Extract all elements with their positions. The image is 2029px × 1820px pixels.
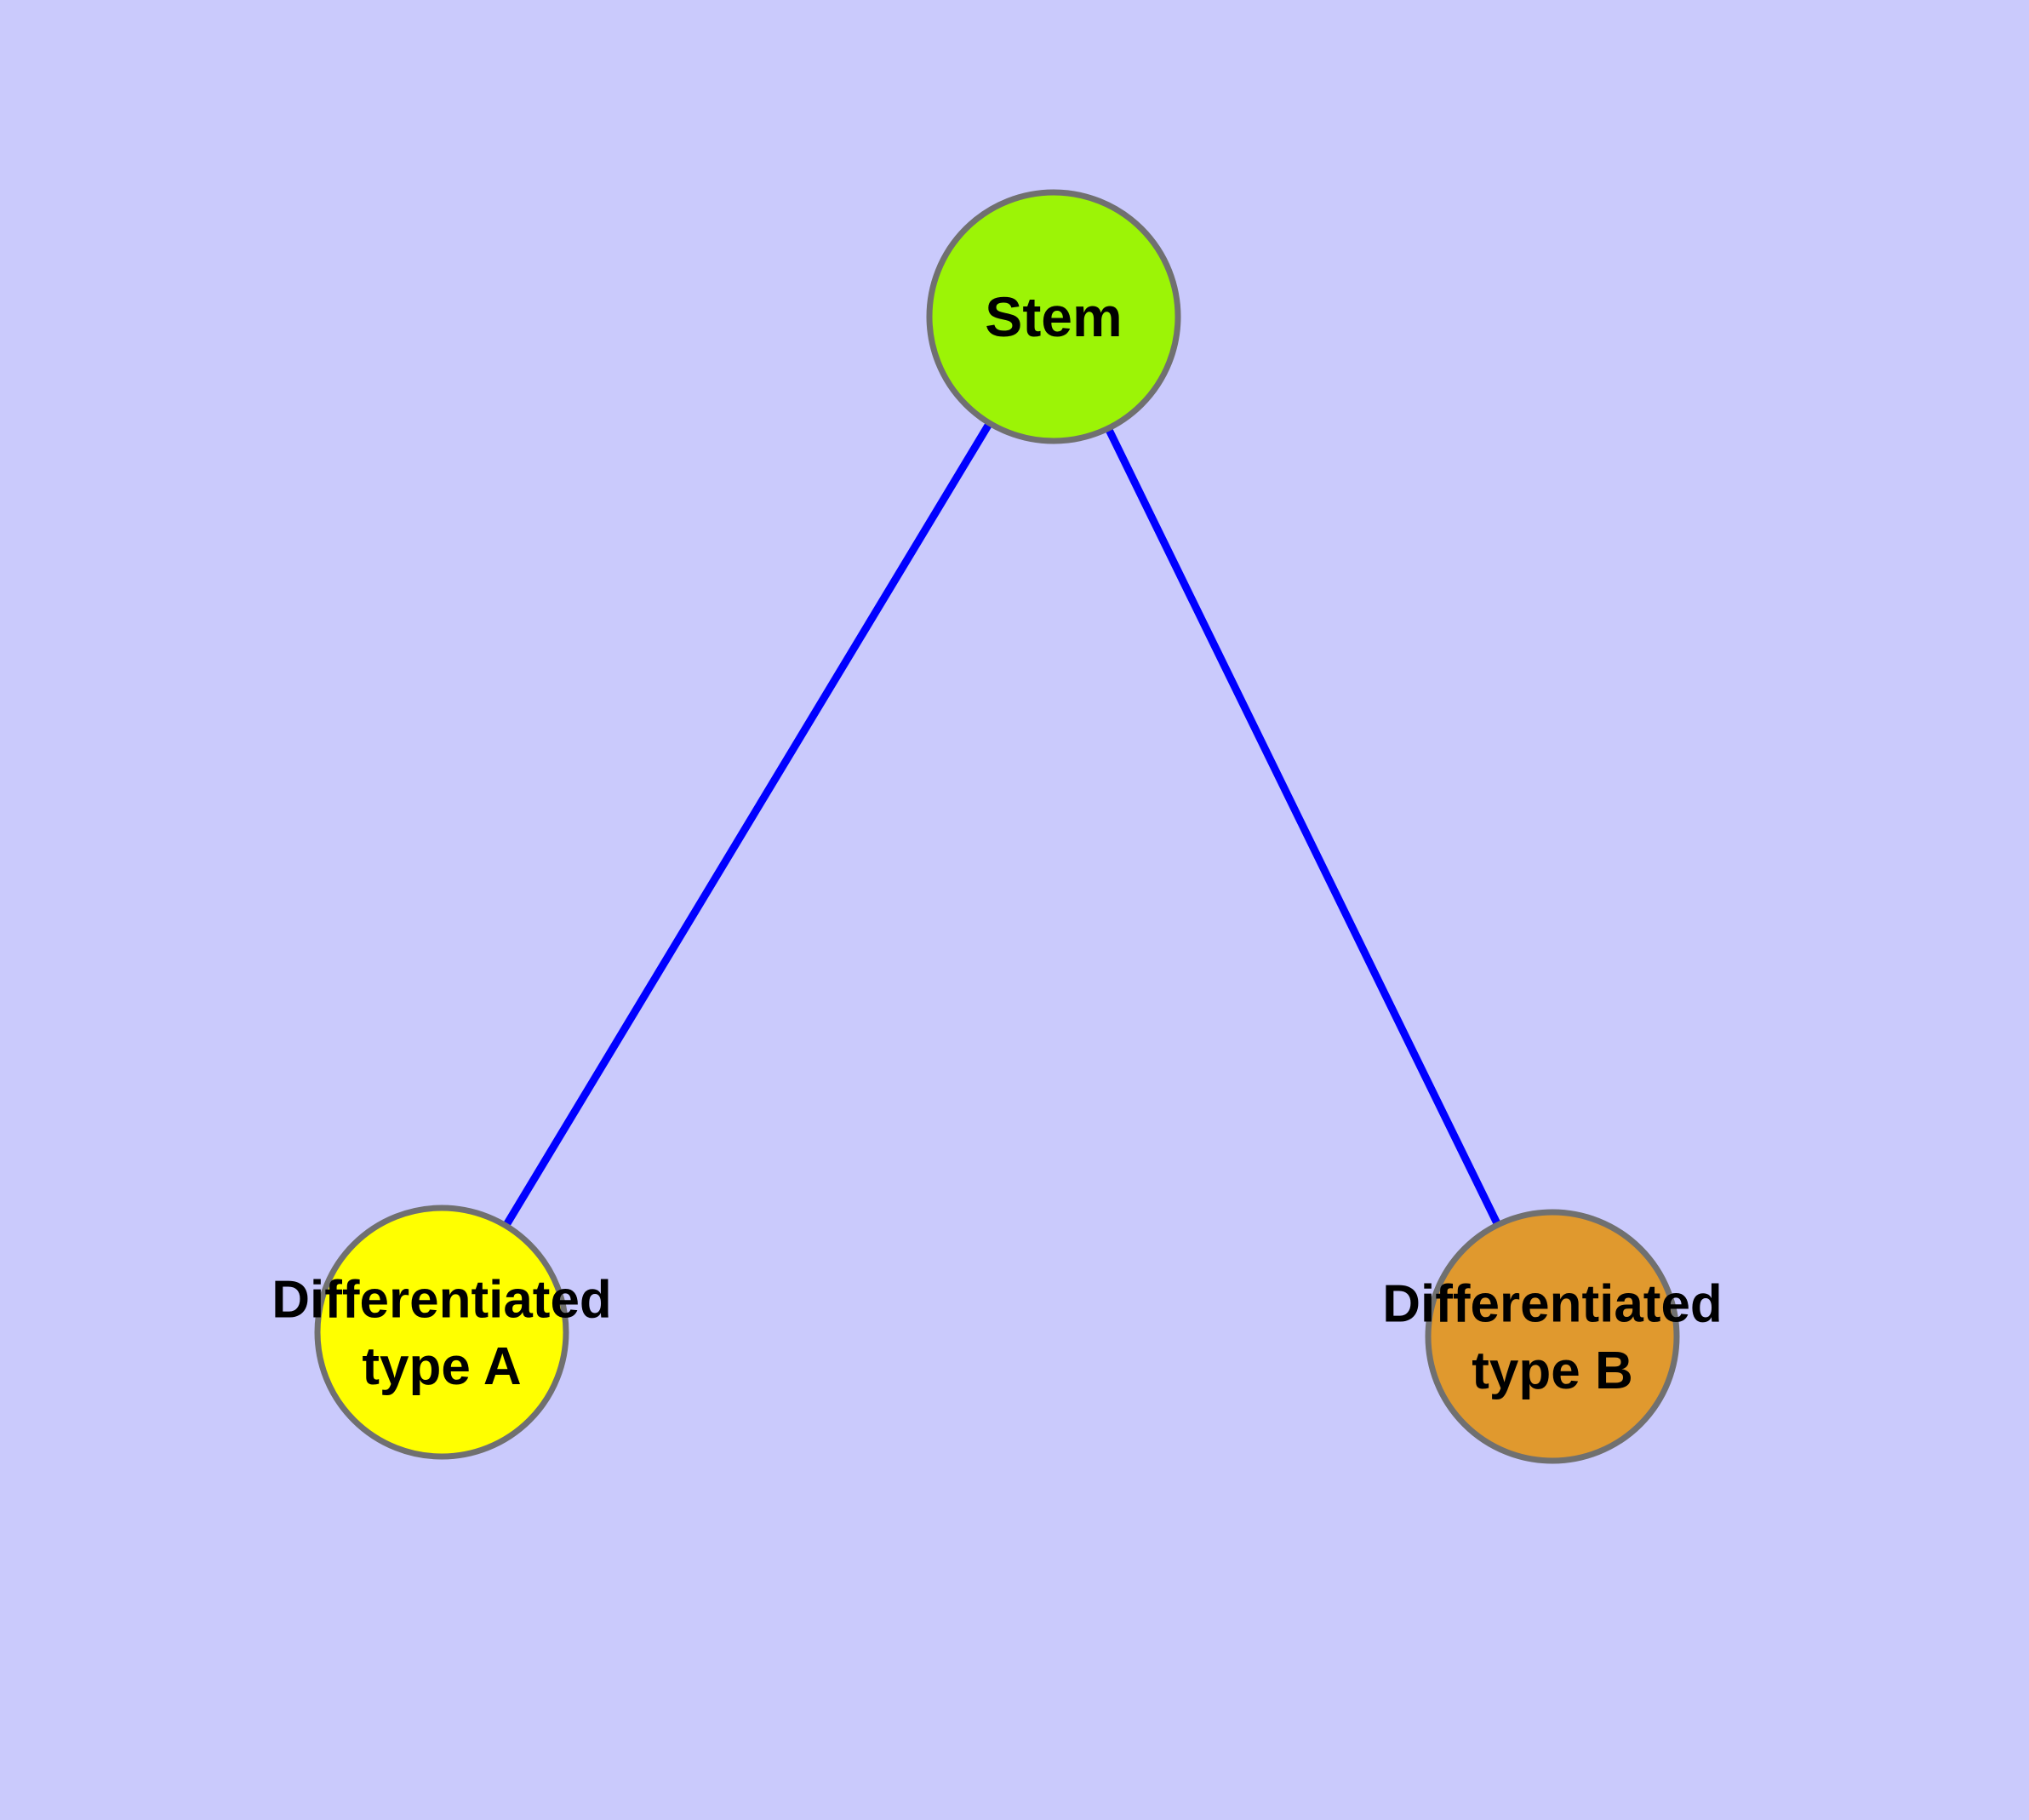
node-stem[interactable] [926, 189, 1181, 444]
node-label-line: Differentiated [1382, 1275, 1723, 1334]
node-label-line: Stem [985, 285, 1122, 348]
node-label-stem: Stem [985, 285, 1122, 348]
nodes-layer [314, 189, 1680, 1464]
node-diff-b[interactable] [1425, 1209, 1680, 1464]
node-label-line: type A [362, 1337, 521, 1396]
node-label-diff-b: Differentiated type B [1382, 1275, 1723, 1400]
edges-layer [438, 314, 1557, 1338]
node-label-diff-a: Differentiated type A [271, 1271, 612, 1396]
node-label-line: Differentiated [271, 1271, 612, 1330]
edge-stem-to-diff-b [1049, 315, 1557, 1338]
edge-stem-to-diff-a [438, 314, 1057, 1335]
node-label-line: type B [1472, 1342, 1632, 1400]
node-diff-a[interactable] [314, 1205, 569, 1460]
